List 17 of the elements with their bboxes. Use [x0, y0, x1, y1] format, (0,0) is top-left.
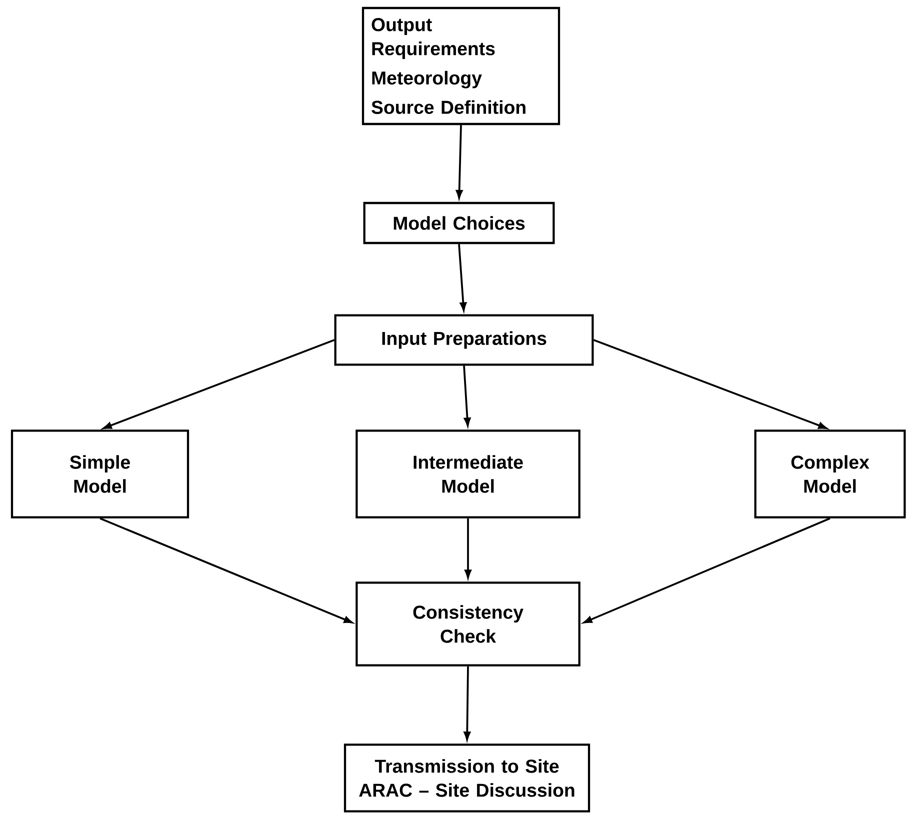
process-box: Complex Model [754, 430, 906, 518]
arrow [103, 339, 335, 429]
arrow [463, 366, 471, 426]
process-box: Intermediate Model [356, 430, 580, 518]
arrow [464, 666, 471, 740]
process-box: Consistency Check [356, 582, 580, 666]
arrow [456, 125, 463, 199]
process-box: Simple Model [10, 430, 190, 518]
input-box: Output Requirements Meteorology Source Definition [362, 6, 560, 126]
process-box: Model Choices [363, 202, 555, 244]
arrow [583, 518, 830, 624]
arrow [100, 518, 353, 624]
arrow [464, 518, 472, 578]
process-box: Input Preparations [334, 314, 594, 366]
arrow [458, 244, 467, 311]
output-box: Transmission to Site ARAC – Site Discussion [344, 744, 590, 812]
arrow [593, 339, 827, 430]
